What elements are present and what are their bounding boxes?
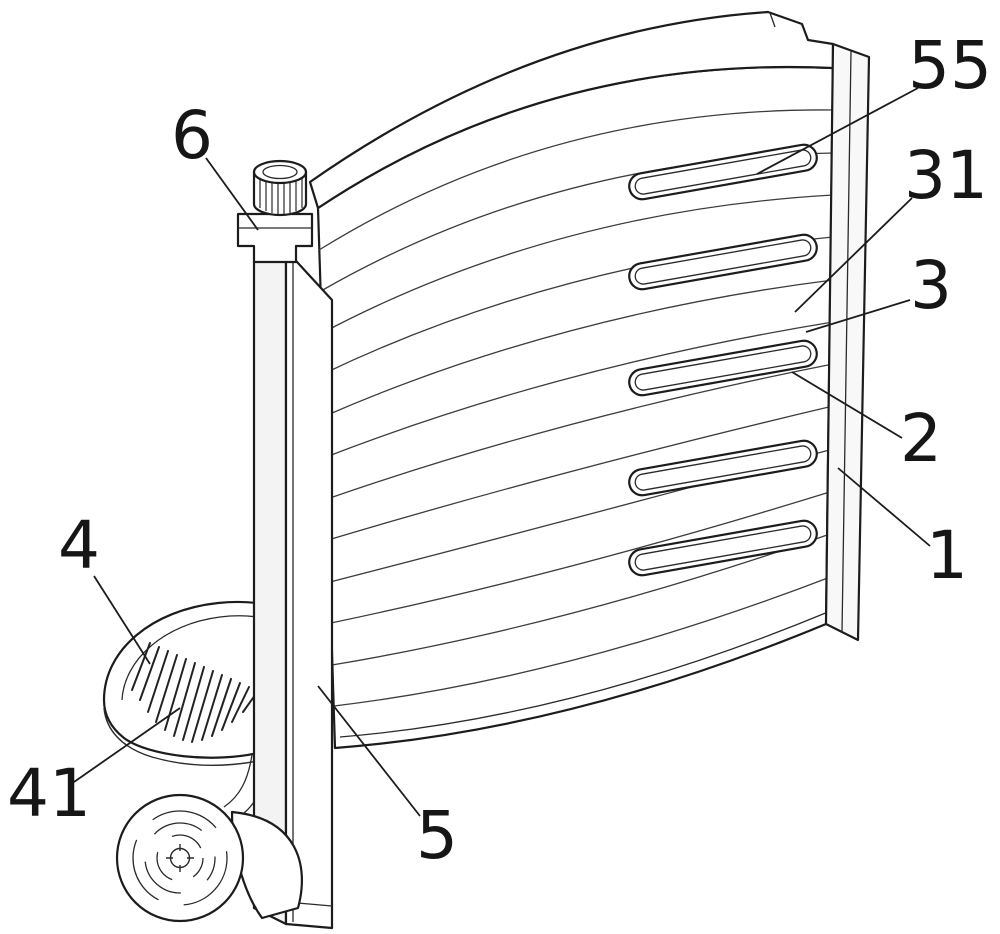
slot-3 — [628, 339, 818, 397]
slot-3-outer — [628, 339, 818, 397]
slot-2 — [628, 233, 818, 291]
slot-1-outer — [628, 143, 818, 201]
slot-3-inner — [634, 345, 812, 391]
leader-line-31 — [794, 197, 913, 313]
right-edge-inner-line — [841, 50, 852, 633]
slot-5-inner — [634, 525, 812, 571]
leader-line-41 — [73, 707, 181, 783]
ref-label-1: 1 — [926, 517, 968, 594]
slot-2-inner — [634, 239, 812, 285]
slot-2-outer — [628, 233, 818, 291]
slot-4 — [628, 439, 818, 497]
leader-lines — [73, 87, 931, 817]
swivel-foot-group — [115, 793, 303, 923]
ref-label-5: 5 — [416, 797, 458, 874]
slot-4-outer — [628, 439, 818, 497]
reference-labels: 6 55 31 3 2 1 4 41 5 — [7, 27, 992, 874]
leader-line-4 — [93, 575, 151, 665]
knob-top-inner — [262, 164, 298, 180]
ref-label-3: 3 — [910, 247, 952, 324]
post-front-face — [284, 248, 334, 930]
slot-1 — [628, 143, 818, 201]
ref-label-6: 6 — [171, 97, 213, 174]
ref-label-4: 4 — [58, 507, 100, 584]
slot-5-outer — [628, 519, 818, 577]
shell-bands — [318, 109, 834, 707]
ref-label-55: 55 — [908, 27, 992, 104]
comb-teeth — [131, 642, 259, 743]
slot-5 — [628, 519, 818, 577]
foot-spiral-mid — [144, 822, 216, 894]
top-rim-notch — [769, 12, 776, 28]
leader-line-3 — [805, 299, 911, 333]
leader-line-6 — [205, 157, 259, 231]
support-post — [252, 248, 334, 930]
ref-label-41: 41 — [7, 755, 91, 832]
foot-hub-ticks — [166, 844, 194, 872]
leader-line-55 — [756, 87, 919, 175]
knob-bracket-group — [236, 159, 314, 264]
slot-4-inner — [634, 445, 812, 491]
foot-spiral-outer — [132, 810, 228, 906]
foot-spiral-inner — [156, 834, 204, 882]
knob-body — [252, 170, 308, 217]
knob-ribs — [259, 174, 303, 214]
shell-bottom-thickness — [339, 611, 829, 738]
curved-shell — [308, 10, 871, 750]
knob-top — [252, 159, 308, 185]
knob-bracket — [236, 212, 314, 264]
leader-line-5 — [317, 685, 421, 817]
slot-1-inner — [634, 149, 812, 195]
leader-line-1 — [837, 467, 931, 547]
right-edge-frame — [824, 42, 871, 642]
swivel-foot — [115, 793, 245, 923]
leader-line-2 — [791, 371, 903, 439]
ref-label-31: 31 — [904, 137, 988, 214]
ref-label-2: 2 — [900, 400, 942, 477]
